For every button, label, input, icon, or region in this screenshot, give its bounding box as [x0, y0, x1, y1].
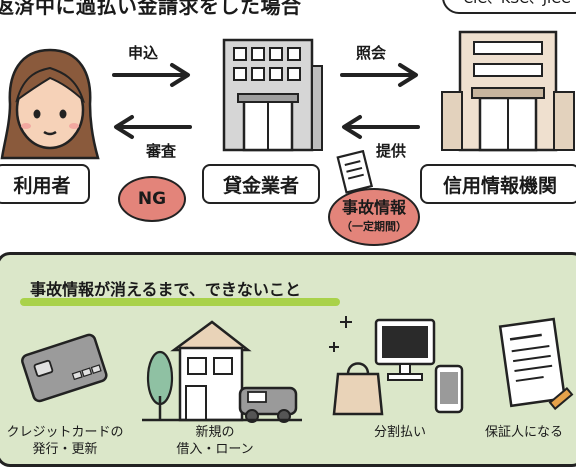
- inquiry-label: 照会: [356, 44, 387, 62]
- credit-card-icon: [21, 333, 108, 403]
- right-arrow-icon: [112, 63, 190, 87]
- item-caption-guarantor: 保証人になる: [468, 424, 576, 441]
- apply-label: 申込: [128, 44, 159, 62]
- title-underline: [20, 298, 340, 306]
- item-caption-installment: 分割払い: [340, 424, 460, 441]
- user-label: 利用者: [0, 164, 90, 204]
- lender-label: 貸金業者: [202, 164, 320, 204]
- accident-info-badge: 事故情報 （一定期間）: [328, 188, 420, 246]
- left-arrow-icon: [342, 115, 420, 139]
- user-label-text: 利用者: [13, 174, 71, 197]
- item-caption-line1: 保証人になる: [484, 425, 563, 440]
- credit-bureau-label: 信用情報機関: [420, 164, 576, 204]
- item-caption-loan: 新規の 借入・ローン: [150, 424, 280, 458]
- item-caption-credit-card: クレジットカードの 発行・更新: [0, 424, 130, 458]
- lender-label-text: 貸金業者: [222, 174, 299, 197]
- ng-badge-text: NG: [137, 189, 167, 209]
- guarantor-document-icon: [498, 317, 574, 411]
- page-title: 返済中に過払い金請求をした場合: [0, 0, 302, 18]
- left-arrow-icon: [114, 115, 192, 139]
- house-car-icon: [142, 320, 302, 423]
- user-person-icon: [0, 48, 100, 160]
- credit-bureau-building-icon: [441, 30, 575, 152]
- installment-shopping-icon: [329, 316, 464, 416]
- accident-info-title: 事故情報: [341, 198, 406, 217]
- bureau-names-bubble: CIC、KSC、JICC: [442, 0, 576, 14]
- provide-label: 提供: [376, 142, 407, 160]
- restrictions-title: 事故情報が消えるまで、できないこと: [30, 280, 301, 299]
- review-label: 審査: [146, 142, 177, 160]
- item-caption-line1: クレジットカードの: [6, 425, 124, 440]
- bureau-names-text: CIC、KSC、JICC: [463, 0, 570, 8]
- accident-info-sub: （一定期間）: [341, 220, 407, 233]
- credit-bureau-label-text: 信用情報機関: [442, 174, 557, 197]
- document-icon: [336, 150, 374, 194]
- lender-building-icon: [222, 38, 323, 152]
- right-arrow-icon: [340, 63, 418, 87]
- item-caption-line1: 新規の: [195, 425, 235, 440]
- ng-badge: NG: [118, 176, 186, 222]
- item-caption-line1: 分割払い: [373, 425, 426, 440]
